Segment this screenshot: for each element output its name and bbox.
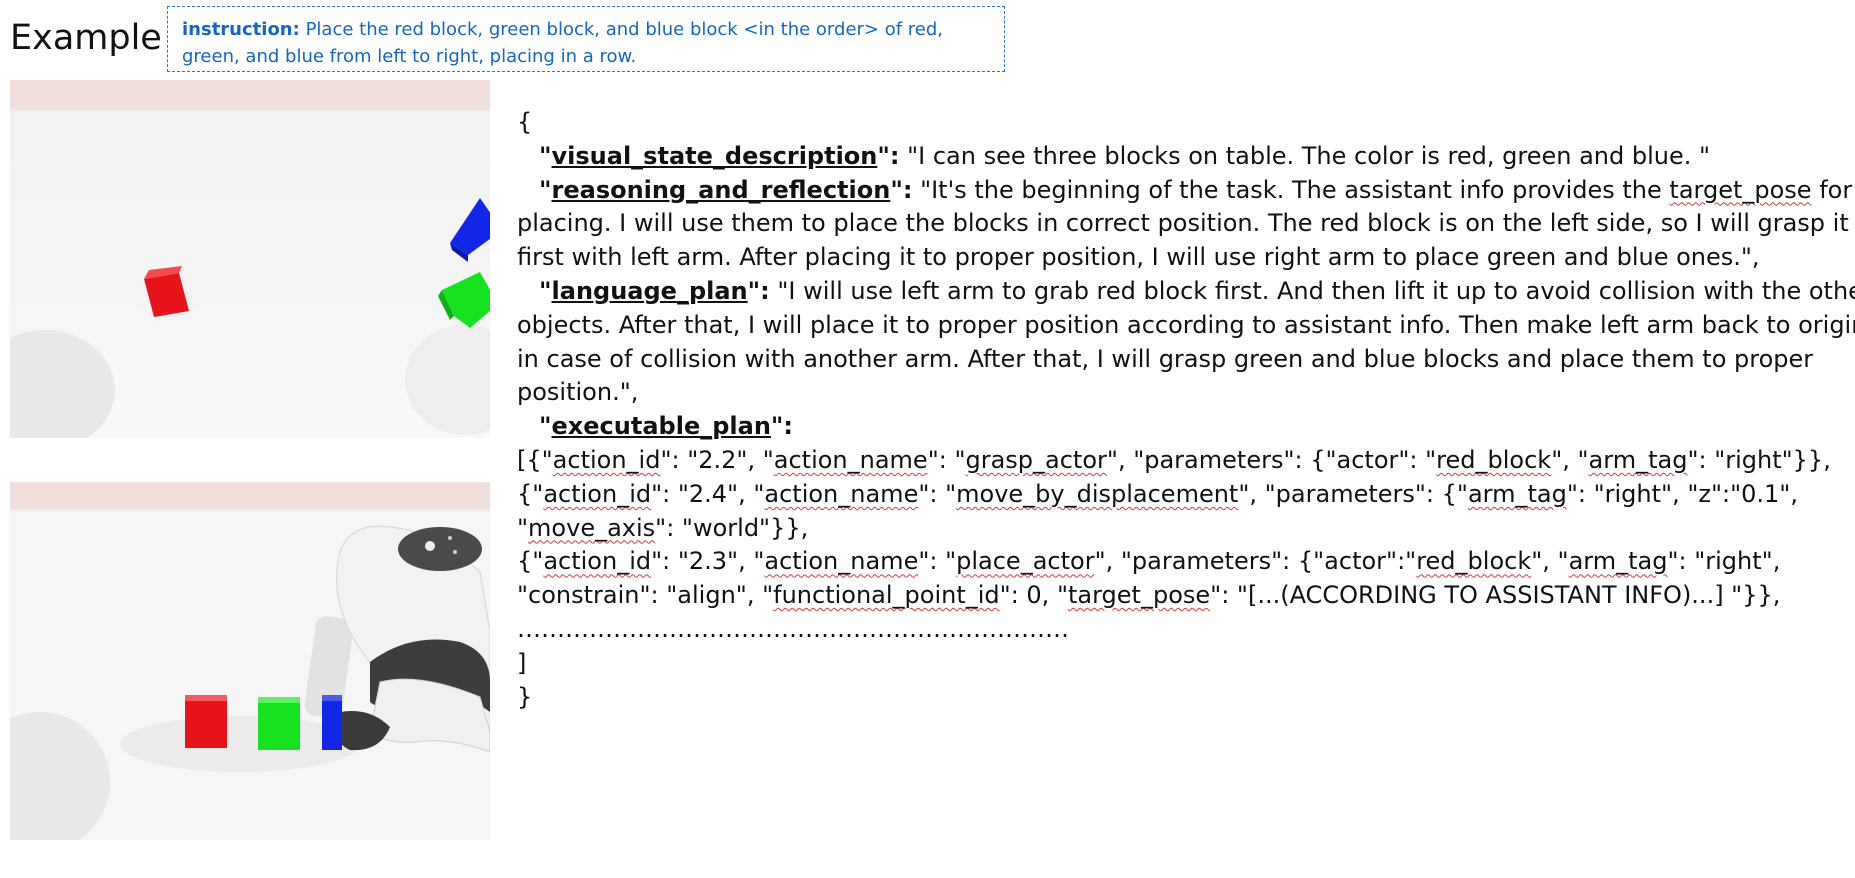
green-block-bottom [258,697,300,750]
reasoning-line-3: first with left arm. After placing it to… [517,243,1760,272]
visual-state-description-key: visual_state_description [551,141,878,170]
ellipsis-line: …………………………………………………………… [517,614,1069,643]
language-plan-line-2: objects. After that, I will place it to … [517,310,1855,339]
red-block-top [144,266,189,317]
instruction-box: instruction: Place the red block, green … [167,6,1005,72]
instruction-text-2: green, and blue from left to right, plac… [182,46,637,67]
action-line-3b: "constrain": "align", "functional_point_… [517,581,1781,610]
robot-arm [304,525,490,753]
visual-state-description-line: "visual_state_description": "I can see t… [539,141,1711,170]
json-open-brace: { [517,108,533,136]
action-line-3: {"action_id": "2.3", "action_name": "pla… [517,547,1781,576]
reasoning-line-2: placing. I will use them to place the bl… [517,209,1849,238]
red-block-bottom [185,695,227,748]
reasoning-and-reflection-line: "reasoning_and_reflection": "It's the be… [539,175,1853,204]
language-plan-line-3: in case of collision with another arm. A… [517,344,1814,373]
blue-block-bottom [322,695,342,750]
instruction-label: instruction: [182,19,300,40]
json-output: { "visual_state_description": "I can see… [517,106,1855,714]
language-plan-value: "I will use left arm to grab red block f… [769,276,1855,305]
action-line-2b: "move_axis": "world"}}, [517,513,809,542]
json-close-brace: } [517,682,533,711]
language-plan-line: "language_plan": "I will use left arm to… [517,275,1855,309]
instruction-line-1: instruction: Place the red block, green … [182,16,990,43]
robot-scene-final-image [10,482,490,840]
reasoning-and-reflection-key: reasoning_and_reflection [551,175,891,204]
blue-block-top [450,198,490,262]
instruction-text-1: Place the red block, green block, and bl… [305,19,944,40]
visual-state-description-value: "I can see three blocks on table. The co… [899,141,1711,170]
reasoning-value-b: for [1811,175,1853,204]
reasoning-target-pose: target_pose [1669,175,1812,204]
language-plan-line-4: position.", [517,378,639,407]
action-line-1: [{"action_id": "2.2", "action_name": "gr… [517,445,1831,474]
action-line-2: {"action_id": "2.4", "action_name": "mov… [517,479,1798,508]
language-plan-key: language_plan [551,276,748,305]
reasoning-value-a: "It's the beginning of the task. The ass… [912,175,1670,204]
robot-scene-initial-image [10,80,490,438]
executable-plan-key: executable_plan [551,412,771,441]
json-close-bracket: ] [517,648,527,677]
green-block-top [438,272,490,328]
executable-plan-line: "executable_plan": [539,412,794,441]
example-title: Example [10,18,162,58]
